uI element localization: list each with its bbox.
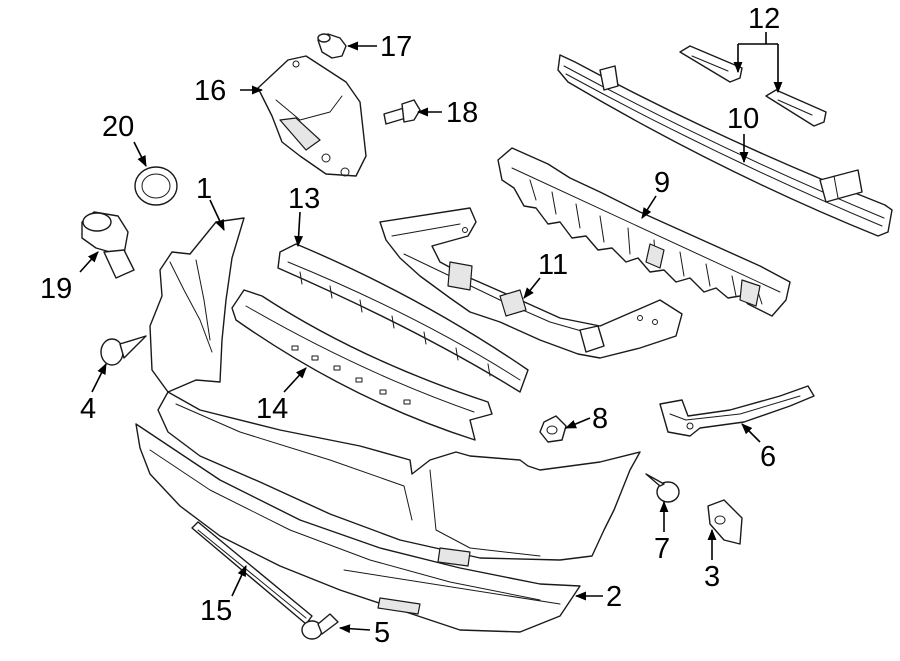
part-4-push-pin [100,335,147,366]
callout-19: 19 [40,273,72,305]
callout-7: 7 [654,533,670,565]
callout-17: 17 [380,31,412,63]
part-15-trim-strip [191,521,313,625]
callout-8: 8 [592,403,608,435]
callout-11: 11 [538,249,568,281]
leader-lines [79,32,783,634]
part-9-energy-absorber [497,147,791,317]
part-14-lower-retainer [231,289,493,441]
part-6-side-bracket [659,385,815,437]
callout-12: 12 [748,3,780,35]
part-2-lower-valance [135,423,581,633]
callout-18: 18 [446,97,478,129]
callout-13: 13 [288,183,320,215]
part-18-bolt [383,99,421,125]
part-19-parking-sensor [81,211,135,279]
callout-20: 20 [102,111,134,143]
part-5-push-pin [301,613,339,640]
part-3-clip [707,499,743,545]
part-12-brackets [679,45,827,127]
part-17-clip [317,33,347,59]
callout-9: 9 [654,167,670,199]
callout-16: 16 [194,75,226,107]
part-13-upper-retainer [277,243,529,393]
callout-2: 2 [606,581,622,613]
callout-3: 3 [704,561,720,593]
part-1-bumper-cover [149,217,641,567]
part-10-reinforcement-beam [557,54,893,237]
callout-1: 1 [196,173,212,205]
callout-labels: 1 2 3 4 5 6 7 8 9 10 11 12 13 14 15 16 1… [40,3,780,649]
part-11-mounting-bracket [379,207,683,359]
callout-6: 6 [760,441,776,473]
callout-5: 5 [374,617,390,649]
callout-15: 15 [200,595,232,627]
part-8-nut [539,415,567,443]
part-20-grommet [134,166,178,206]
part-7-push-pin [645,473,680,503]
callout-10: 10 [727,103,759,135]
part-16-bracket [257,55,367,177]
callout-4: 4 [80,393,96,425]
callout-14: 14 [256,393,288,425]
